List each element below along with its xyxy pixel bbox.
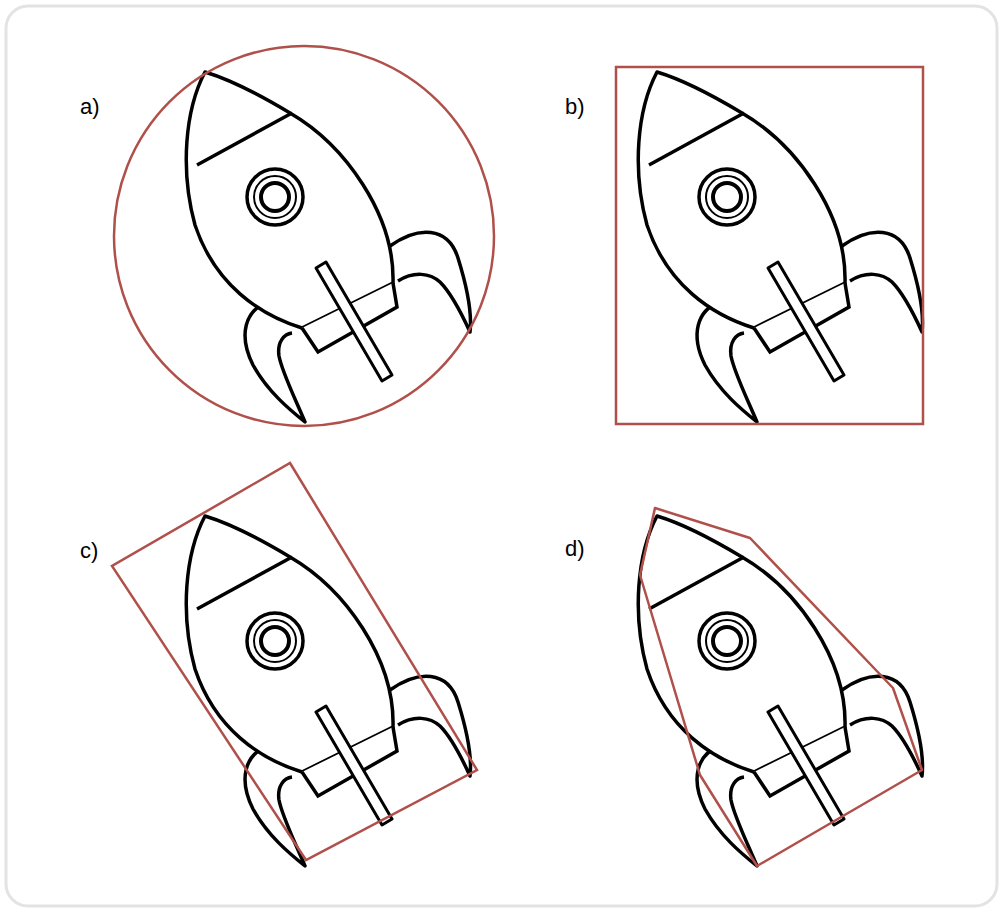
rocket-drawing xyxy=(638,72,922,422)
panel-a xyxy=(114,46,494,426)
panel-label: b) xyxy=(565,96,585,118)
panel-c xyxy=(112,463,477,866)
bounding-box xyxy=(616,67,923,424)
frame-border xyxy=(6,6,997,906)
panel-label: c) xyxy=(80,540,98,562)
panel-d xyxy=(638,508,922,866)
bounding-circle xyxy=(114,46,494,426)
panel-label: d) xyxy=(565,538,585,560)
panel-label: a) xyxy=(80,96,100,118)
rocket-drawing xyxy=(186,72,470,422)
oriented-bounding-box xyxy=(112,463,477,860)
convex-hull xyxy=(640,508,922,866)
panel-b xyxy=(616,67,923,424)
